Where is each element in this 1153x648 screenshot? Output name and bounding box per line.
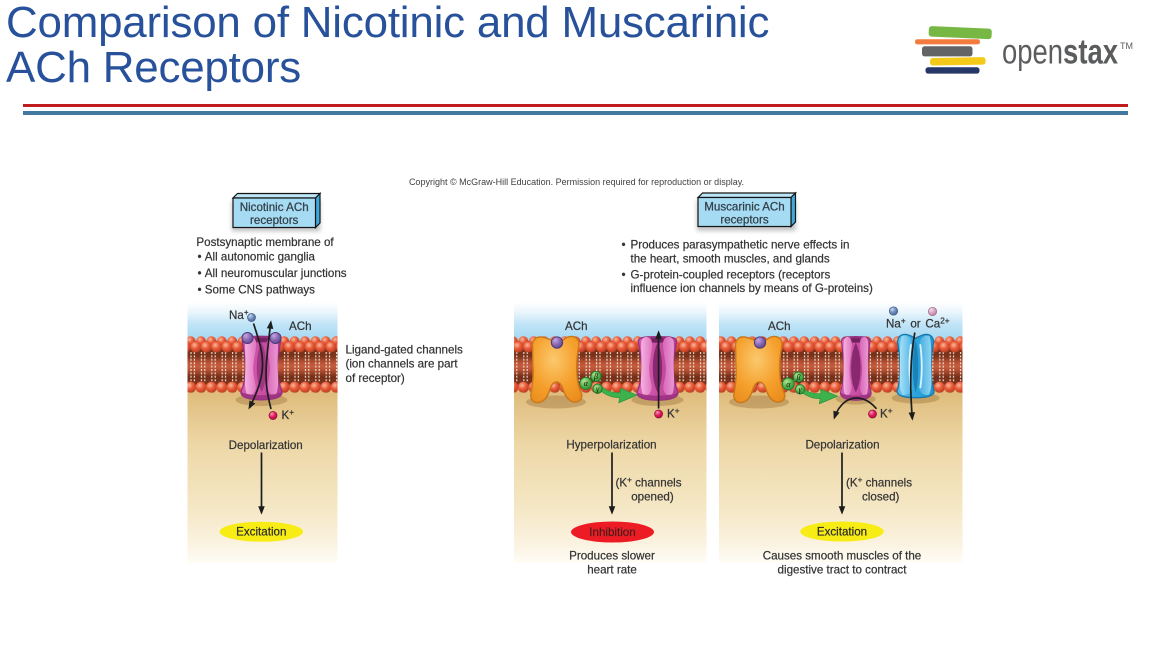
svg-text:(K+ channels: (K+ channels bbox=[616, 476, 682, 490]
svg-text:•: • bbox=[622, 239, 626, 252]
svg-text:Copyright © McGraw-Hill Educat: Copyright © McGraw-Hill Education. Permi… bbox=[409, 177, 744, 187]
svg-text:(ion channels are part: (ion channels are part bbox=[346, 358, 459, 371]
svg-text:digestive tract to contract: digestive tract to contract bbox=[778, 564, 908, 577]
svg-text:influence ion channels by mean: influence ion channels by means of G-pro… bbox=[631, 282, 873, 295]
svg-text:Postsynaptic membrane of: Postsynaptic membrane of bbox=[196, 236, 334, 249]
svg-text:All autonomic ganglia: All autonomic ganglia bbox=[205, 251, 316, 264]
svg-text:receptors: receptors bbox=[720, 214, 769, 227]
svg-text:Causes smooth muscles of the: Causes smooth muscles of the bbox=[763, 550, 922, 563]
svg-text:•: • bbox=[622, 269, 626, 282]
svg-text:•: • bbox=[198, 267, 202, 280]
svg-text:All neuromuscular junctions: All neuromuscular junctions bbox=[205, 267, 347, 280]
svg-text:Produces parasympathetic nerve: Produces parasympathetic nerve effects i… bbox=[631, 239, 850, 252]
svg-text:Excitation: Excitation bbox=[236, 526, 286, 539]
svg-text:TM: TM bbox=[1120, 41, 1133, 51]
svg-text:•: • bbox=[198, 283, 202, 296]
svg-text:Nicotinic ACh: Nicotinic ACh bbox=[240, 201, 309, 214]
svg-text:Depolarization: Depolarization bbox=[229, 439, 303, 452]
svg-text:Excitation: Excitation bbox=[817, 526, 867, 539]
svg-text:openstax: openstax bbox=[1002, 32, 1118, 72]
svg-text:•: • bbox=[198, 251, 202, 264]
svg-text:heart rate: heart rate bbox=[587, 564, 637, 577]
svg-text:closed): closed) bbox=[862, 491, 900, 504]
svg-text:Produces slower: Produces slower bbox=[569, 550, 655, 563]
svg-text:the heart, smooth muscles, and: the heart, smooth muscles, and glands bbox=[631, 253, 830, 266]
svg-text:Muscarinic ACh: Muscarinic ACh bbox=[704, 201, 785, 214]
svg-text:Hyperpolarization: Hyperpolarization bbox=[566, 439, 656, 452]
svg-text:receptors: receptors bbox=[250, 214, 299, 227]
svg-text:Inhibition: Inhibition bbox=[589, 526, 635, 539]
svg-text:opened): opened) bbox=[631, 491, 674, 504]
svg-text:Ligand-gated channels: Ligand-gated channels bbox=[346, 343, 464, 356]
svg-text:Depolarization: Depolarization bbox=[805, 439, 879, 452]
svg-text:ACh: ACh bbox=[565, 320, 588, 333]
svg-text:Na+ or Ca2+: Na+ or Ca2+ bbox=[886, 317, 950, 331]
svg-text:Some CNS pathways: Some CNS pathways bbox=[205, 283, 315, 296]
svg-text:of receptor): of receptor) bbox=[346, 372, 405, 385]
svg-text:(K+ channels: (K+ channels bbox=[846, 476, 912, 490]
svg-text:ACh: ACh bbox=[289, 320, 312, 333]
svg-text:ACh: ACh bbox=[768, 320, 791, 333]
svg-text:G-protein-coupled receptors (r: G-protein-coupled receptors (receptors bbox=[631, 269, 831, 282]
